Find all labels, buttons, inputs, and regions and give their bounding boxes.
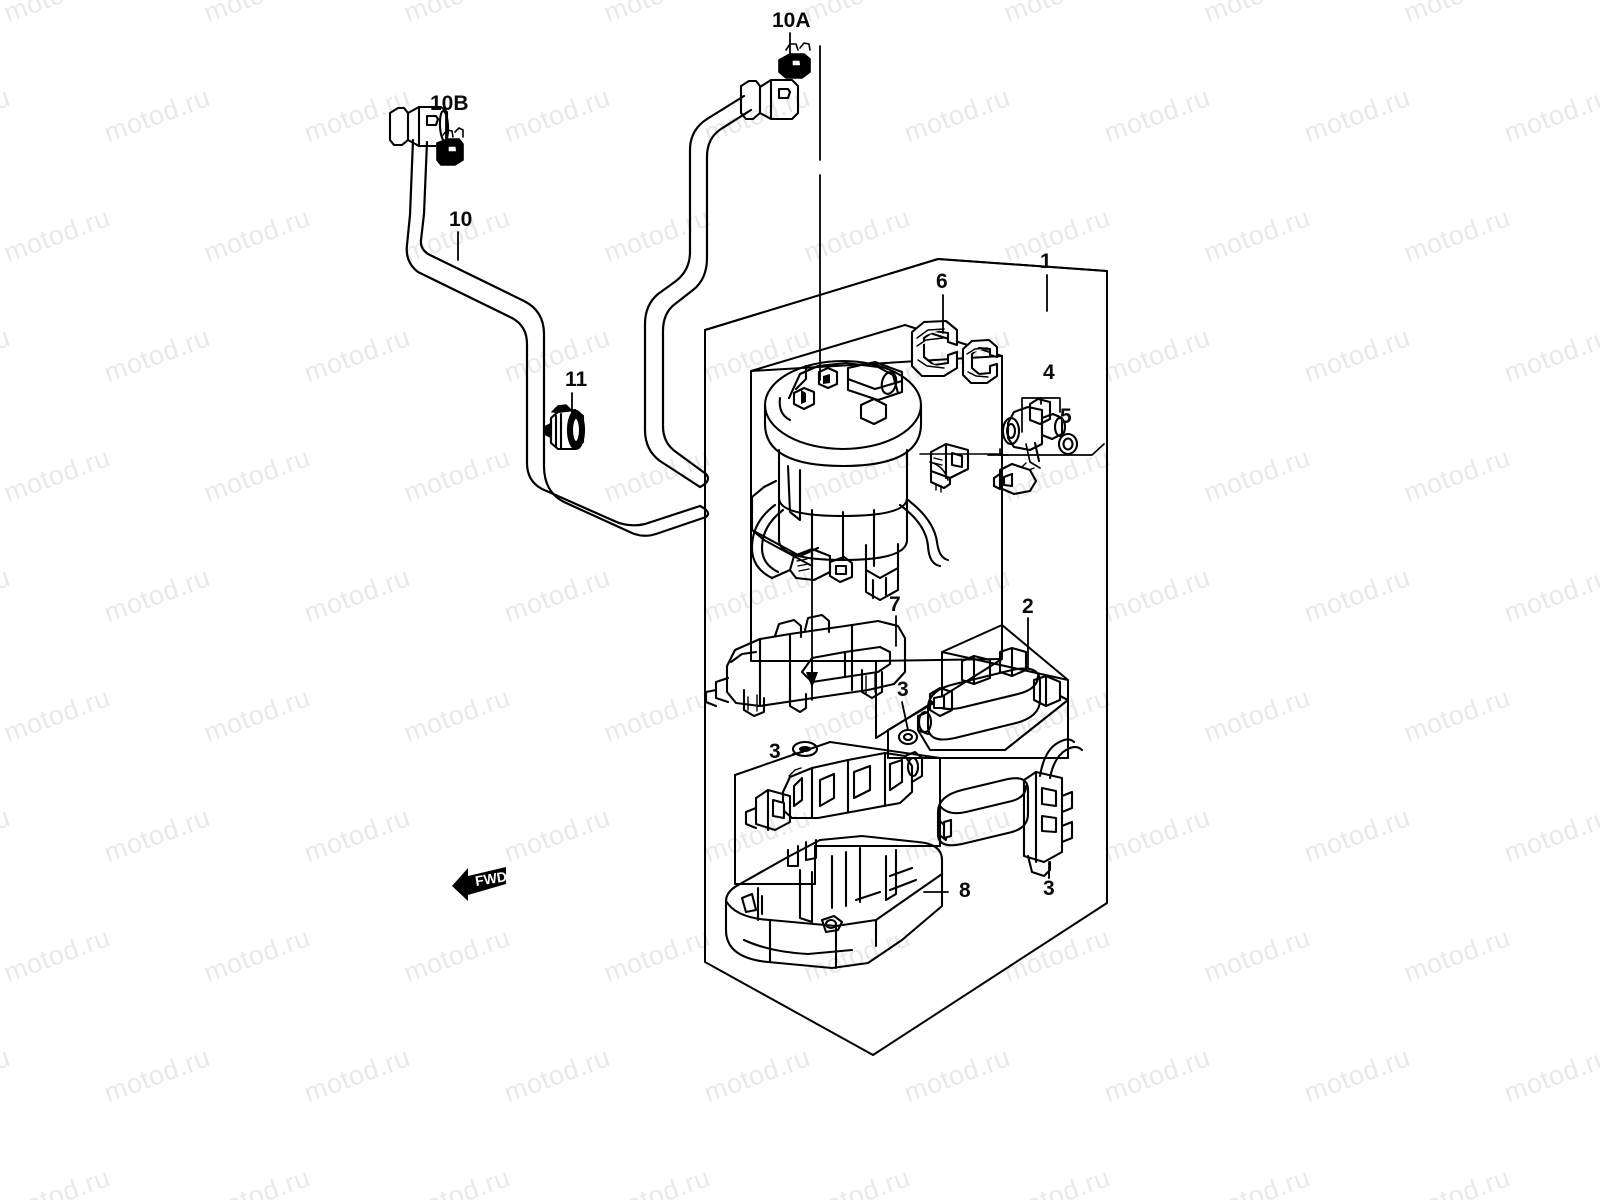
retainer-clip-small (961, 338, 999, 385)
pressure-regulator-part (936, 738, 1084, 878)
callout-10a: 10A (772, 9, 811, 32)
callout-3-right: 3 (897, 678, 909, 701)
assembly-box-7 (750, 324, 1003, 739)
fuel-connector-joint-part (987, 397, 1105, 469)
pump-motor-part (916, 646, 1070, 752)
callout-8: 7 (889, 593, 901, 616)
callout-2: 2 (1022, 595, 1034, 618)
hose-clip-part (543, 404, 586, 451)
callout-6: 5 (1060, 405, 1072, 428)
assembly-box-1 (704, 258, 1108, 1056)
callout-3-left: 3 (769, 740, 781, 763)
fwd-label: FWD (474, 868, 508, 889)
callout-11: 11 (565, 368, 588, 391)
fwd-direction-marker: FWD (450, 862, 512, 907)
fuel-pump-module (750, 359, 970, 602)
fuel-filter-screen (744, 728, 924, 832)
callout-10: 10 (449, 208, 473, 231)
pump-case-lower-part (724, 834, 944, 970)
callout-7: 6 (936, 270, 948, 293)
plug-connector-small (992, 462, 1038, 496)
callout-9: 8 (959, 879, 971, 902)
callout-1: 1 (1040, 250, 1052, 273)
callout-5: 4 (1043, 361, 1055, 384)
pump-case-upper-part (704, 613, 907, 718)
leader-lines (445, 32, 1050, 893)
retainer-clip-large (910, 319, 959, 378)
callout-10b: 10B (430, 92, 469, 115)
fuel-hose-part (405, 94, 753, 537)
hose-end-connector-right (739, 78, 800, 121)
callout-4: 3 (1043, 877, 1055, 900)
